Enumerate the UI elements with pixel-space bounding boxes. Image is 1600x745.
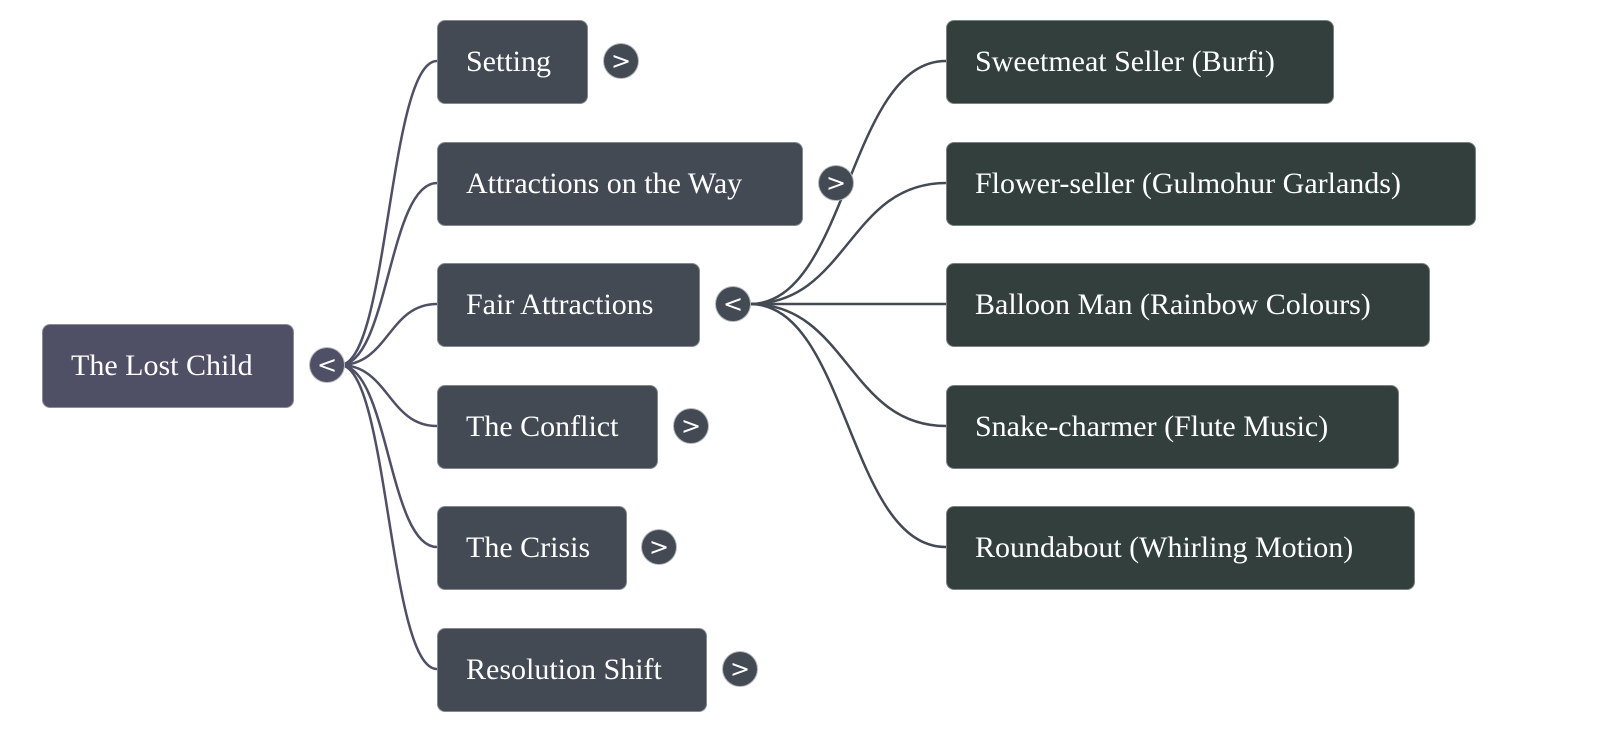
leaf-label: Balloon Man (Rainbow Colours): [975, 288, 1371, 321]
collapse-toggle-root[interactable]: <: [309, 347, 345, 383]
branch-label: Fair Attractions: [466, 288, 654, 321]
leaf-node-sweetmeat-seller[interactable]: Sweetmeat Seller (Burfi): [946, 20, 1334, 104]
leaf-label: Snake-charmer (Flute Music): [975, 410, 1329, 443]
branch-label: Setting: [466, 45, 552, 78]
leaf-node-balloon-man[interactable]: Balloon Man (Rainbow Colours): [946, 263, 1430, 347]
leaf-label: Sweetmeat Seller (Burfi): [975, 45, 1275, 78]
chevron-left-icon: <: [316, 351, 338, 379]
branch-node-the-conflict[interactable]: The Conflict: [437, 385, 658, 469]
connector-root-to-attractions-on-the-way: [339, 181, 438, 367]
branch-node-attractions-on-the-way[interactable]: Attractions on the Way: [437, 142, 803, 226]
connector-root-to-resolution-shift: [339, 363, 438, 671]
connector-root-to-setting: [339, 59, 438, 367]
leaf-node-flower-seller[interactable]: Flower-seller (Gulmohur Garlands): [946, 142, 1476, 226]
branch-label: Resolution Shift: [466, 653, 662, 686]
leaf-label: Roundabout (Whirling Motion): [975, 531, 1354, 564]
chevron-right-icon: >: [610, 47, 632, 75]
branch-node-setting[interactable]: Setting: [437, 20, 588, 104]
chevron-left-icon: <: [722, 290, 744, 318]
leaf-node-roundabout[interactable]: Roundabout (Whirling Motion): [946, 506, 1415, 590]
leaf-label: Flower-seller (Gulmohur Garlands): [975, 167, 1401, 200]
expand-toggle-setting[interactable]: >: [603, 43, 639, 79]
expand-toggle-attractions-on-the-way[interactable]: >: [818, 165, 854, 201]
expand-toggle-the-crisis[interactable]: >: [641, 529, 677, 565]
connector-root-to-the-crisis: [339, 363, 438, 549]
chevron-right-icon: >: [648, 533, 670, 561]
branch-node-the-crisis[interactable]: The Crisis: [437, 506, 627, 590]
connector-root-to-the-conflict: [339, 363, 438, 428]
branch-label: The Conflict: [466, 410, 619, 443]
chevron-right-icon: >: [680, 412, 702, 440]
expand-toggle-the-conflict[interactable]: >: [673, 408, 709, 444]
branch-node-fair-attractions[interactable]: Fair Attractions: [437, 263, 700, 347]
branch-label: The Crisis: [466, 531, 591, 564]
root-node-label: The Lost Child: [71, 349, 253, 382]
collapse-toggle-fair-attractions[interactable]: <: [715, 286, 751, 322]
connector-fair-attractions-to-flower-seller: [749, 181, 947, 306]
expand-toggle-resolution-shift[interactable]: >: [722, 651, 758, 687]
chevron-right-icon: >: [825, 169, 847, 197]
branch-label: Attractions on the Way: [466, 167, 743, 200]
root-node[interactable]: The Lost Child: [42, 324, 294, 408]
connector-fair-attractions-to-roundabout: [749, 302, 947, 549]
connector-fair-attractions-to-snake-charmer: [749, 302, 947, 428]
connector-root-to-fair-attractions: [339, 302, 438, 367]
branch-node-resolution-shift[interactable]: Resolution Shift: [437, 628, 707, 712]
leaf-node-snake-charmer[interactable]: Snake-charmer (Flute Music): [946, 385, 1399, 469]
chevron-right-icon: >: [729, 655, 751, 683]
